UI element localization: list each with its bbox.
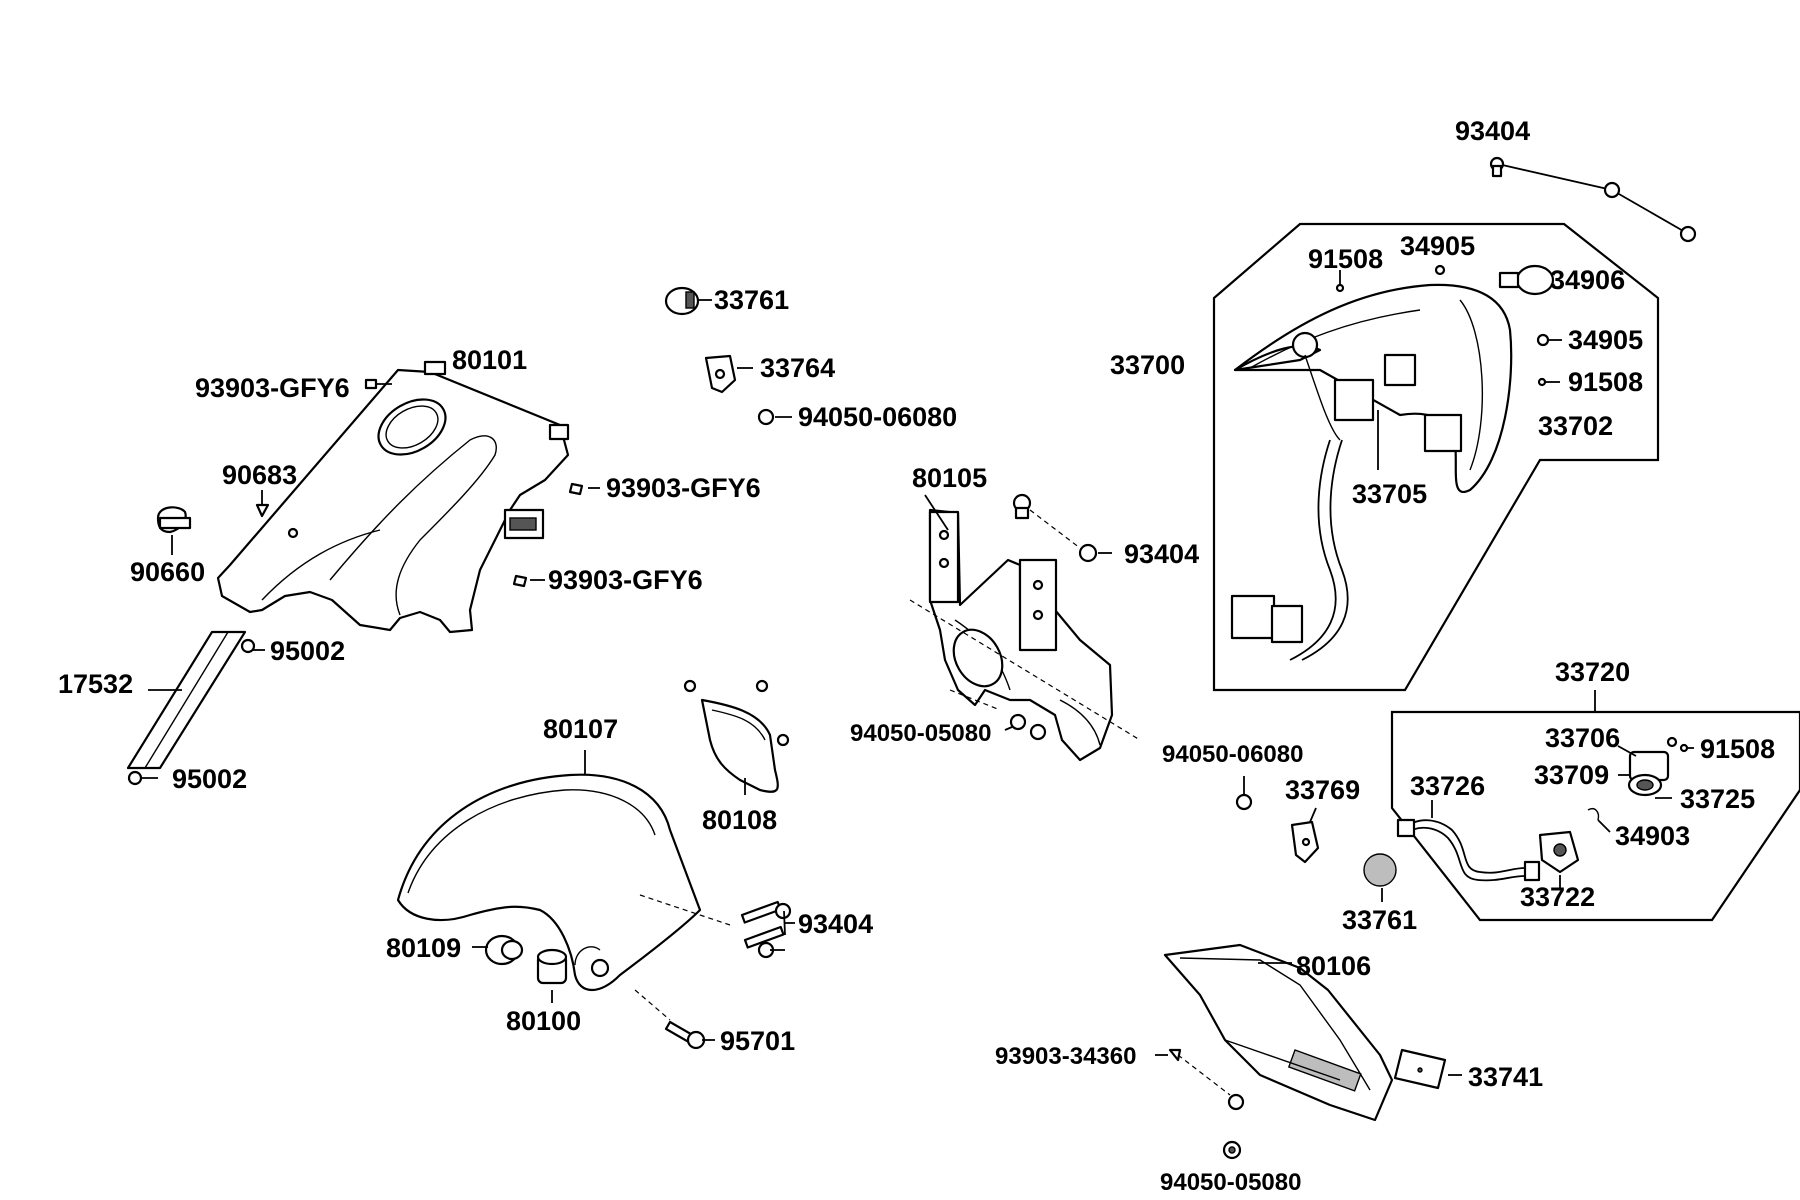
- label-80100: 80100: [506, 1006, 581, 1036]
- part-80107-front-fender: [396, 750, 731, 1021]
- label-33720: 33720: [1555, 657, 1630, 687]
- label-80109: 80109: [386, 933, 461, 963]
- part-33761-reflector-bottom: [1363, 853, 1397, 902]
- label-33764: 33764: [760, 353, 835, 383]
- label-80106: 80106: [1296, 951, 1371, 981]
- label-34905-a: 34905: [1400, 231, 1475, 261]
- label-90660: 90660: [130, 557, 205, 587]
- label-93903-gfy6-a: 93903-GFY6: [195, 373, 350, 403]
- label-33726: 33726: [1410, 771, 1485, 801]
- label-34903: 34903: [1615, 821, 1690, 851]
- part-17532-rod-and-95002: [126, 630, 265, 786]
- part-33761-reflector-top: [664, 286, 712, 316]
- label-34905-b: 34905: [1568, 325, 1643, 355]
- part-93903-gfy6-screws: [364, 378, 600, 588]
- label-93903-gfy6-c: 93903-GFY6: [548, 565, 703, 595]
- part-90683-screw: [255, 490, 270, 518]
- part-80109-grommet: [472, 934, 524, 966]
- part-34906-bulb: [1498, 264, 1555, 296]
- label-33702: 33702: [1538, 411, 1613, 441]
- label-80108: 80108: [702, 805, 777, 835]
- label-33741: 33741: [1468, 1062, 1543, 1092]
- part-80106-rear-fender: [1163, 943, 1394, 1122]
- part-90660-clip: [156, 506, 192, 555]
- part-80101-inner-fender: [216, 360, 570, 634]
- label-90683: 90683: [222, 460, 297, 490]
- part-80105-rear-bracket: [909, 494, 1141, 762]
- label-17532: 17532: [58, 669, 133, 699]
- label-80105: 80105: [912, 463, 987, 493]
- part-93404-bolts-low: [740, 900, 795, 959]
- label-93903-34360: 93903-34360: [995, 1043, 1136, 1070]
- label-94050-05080-b: 94050-05080: [1160, 1169, 1301, 1196]
- label-33709: 33709: [1534, 760, 1609, 790]
- label-91508-a: 91508: [1308, 244, 1383, 274]
- label-33769: 33769: [1285, 775, 1360, 805]
- label-34906: 34906: [1550, 265, 1625, 295]
- label-33705: 33705: [1352, 479, 1427, 509]
- label-33761-b: 33761: [1342, 905, 1417, 935]
- label-93404-mid: 93404: [1124, 539, 1199, 569]
- part-93404-screws-top: [1489, 156, 1697, 243]
- part-33764-bracket: [704, 354, 753, 394]
- label-93404-low: 93404: [798, 909, 873, 939]
- label-95002-b: 95002: [172, 764, 247, 794]
- label-94050-06080-a: 94050-06080: [798, 402, 957, 432]
- part-94050-05080-nuts: [1004, 713, 1047, 741]
- part-33741-plate: [1393, 1048, 1462, 1090]
- label-95002-a: 95002: [270, 636, 345, 666]
- label-33706: 33706: [1545, 723, 1620, 753]
- label-80107: 80107: [543, 714, 618, 744]
- part-94050-05080-nut-bottom: [1222, 1140, 1242, 1160]
- part-93404-screws-mid: [1012, 493, 1112, 563]
- part-80100-collar: [536, 948, 568, 1003]
- part-33720-license-lamp-assembly: [1390, 690, 1800, 922]
- label-80101: 80101: [452, 345, 527, 375]
- part-93903-34360-screw: [1155, 1048, 1245, 1111]
- part-94050-06080-nut-top: [757, 408, 792, 426]
- label-93404-top: 93404: [1455, 116, 1530, 146]
- label-91508-b: 91508: [1568, 367, 1643, 397]
- part-33769-bracket: [1290, 807, 1320, 864]
- label-33761-a: 33761: [714, 285, 789, 315]
- label-93903-gfy6-b: 93903-GFY6: [606, 473, 761, 503]
- label-33722: 33722: [1520, 882, 1595, 912]
- part-94050-06080-nut-mid: [1235, 776, 1253, 811]
- label-94050-05080-a: 94050-05080: [850, 720, 991, 747]
- part-33700-tail-lamp-assembly: [1212, 222, 1660, 692]
- part-95701-bolt: [664, 1020, 715, 1050]
- label-91508-c: 91508: [1700, 734, 1775, 764]
- part-34905-small-parts: [1335, 264, 1562, 387]
- part-labels: 93404 91508 34905 34906 34905 91508 3370…: [58, 116, 1775, 1196]
- part-80108-mudguard: [683, 679, 790, 795]
- label-94050-06080-b: 94050-06080: [1162, 741, 1303, 768]
- label-33725: 33725: [1680, 784, 1755, 814]
- label-95701: 95701: [720, 1026, 795, 1056]
- label-33700: 33700: [1110, 350, 1185, 380]
